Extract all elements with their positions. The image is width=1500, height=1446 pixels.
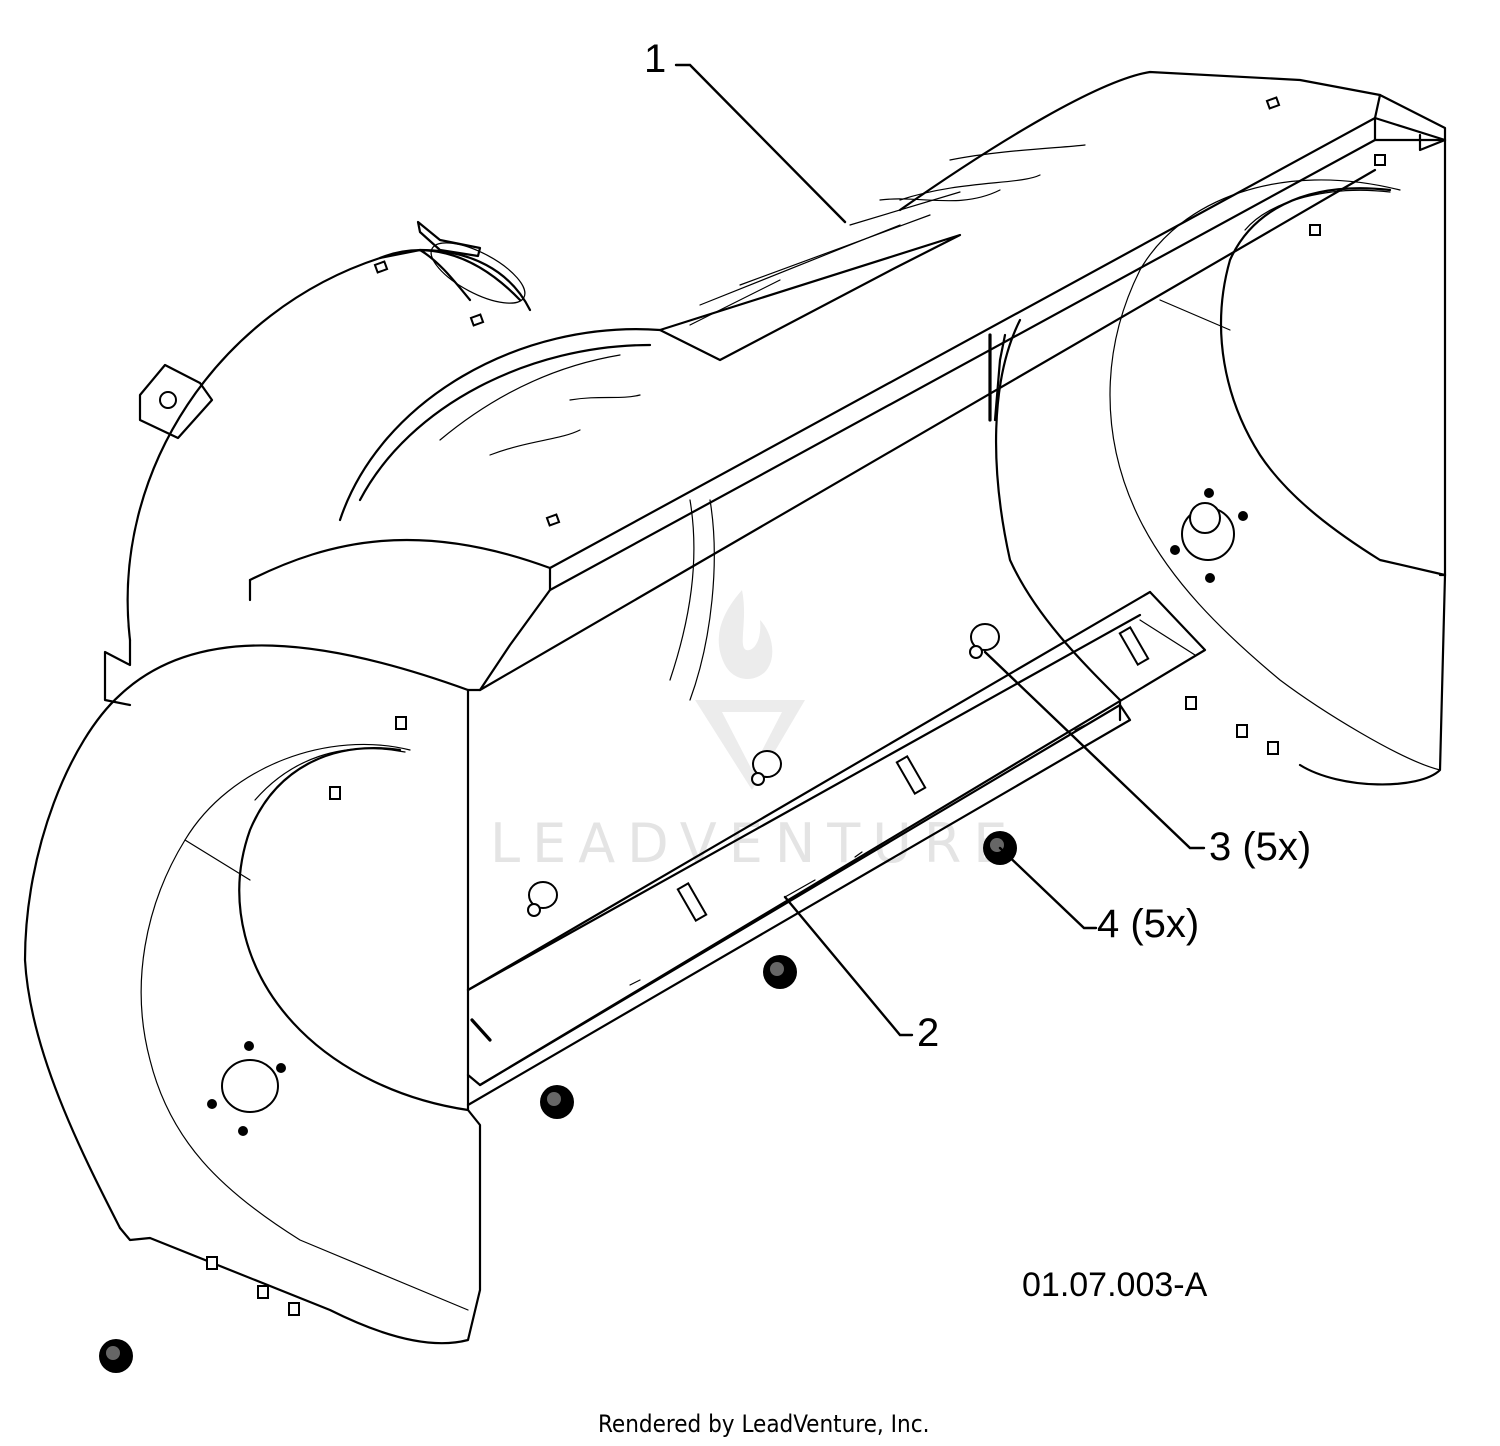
leader-2 (783, 895, 914, 1037)
shave-plate (466, 590, 1207, 1087)
callout-leaders (674, 63, 1206, 1037)
carriage-bolt-group (527, 623, 1000, 917)
leader-4 (998, 846, 1098, 930)
callout-1: 1 (644, 37, 666, 81)
leader-1 (674, 63, 847, 224)
watermark-logo (695, 590, 805, 790)
auger-housing (23, 70, 1447, 1373)
callout-3: 3 (5x) (1209, 825, 1311, 869)
flange-nut-group (99, 831, 1017, 1373)
callout-4: 4 (5x) (1097, 902, 1199, 946)
leader-3 (983, 650, 1206, 850)
drawing-code: 01.07.003-A (1022, 1266, 1208, 1304)
callout-2: 2 (917, 1011, 939, 1055)
footer-credit: Rendered by LeadVenture, Inc. (598, 1410, 929, 1438)
